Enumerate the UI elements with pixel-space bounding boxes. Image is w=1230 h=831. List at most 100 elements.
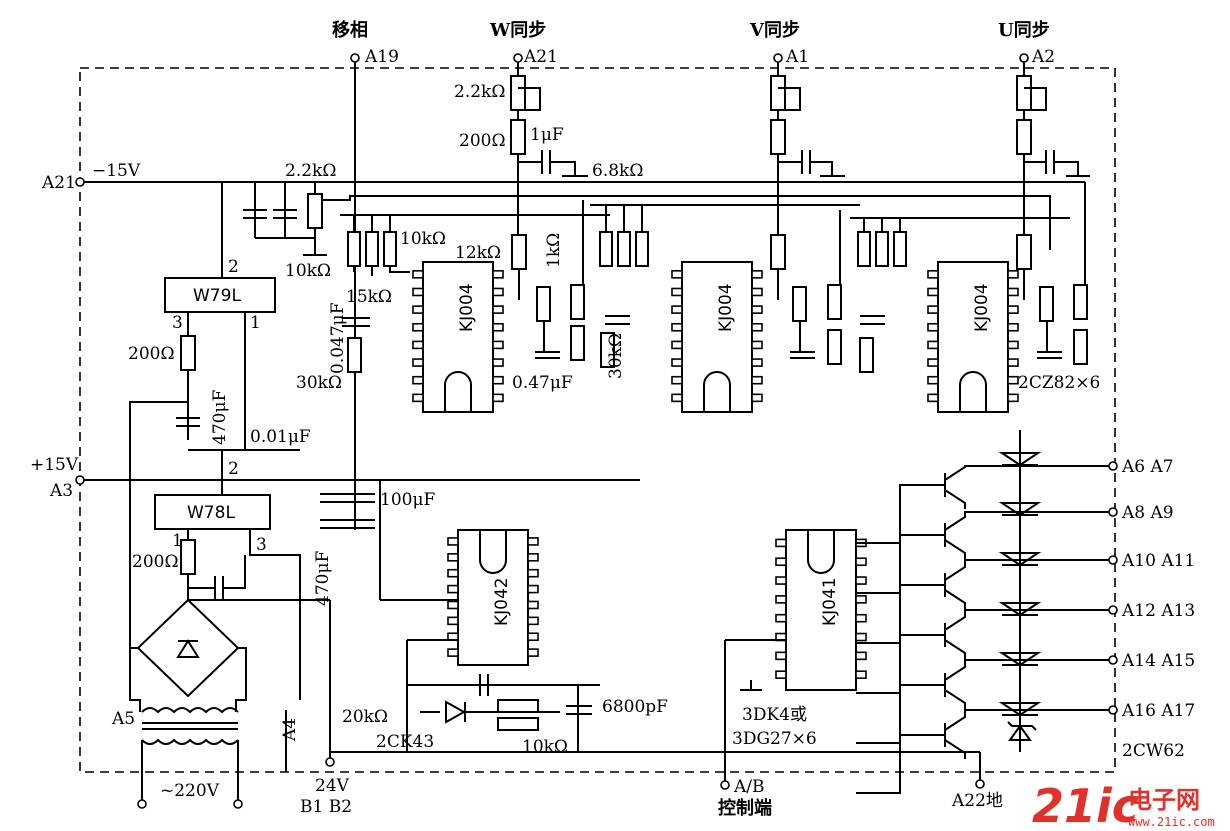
v24-line bbox=[285, 710, 980, 772]
label-a2: A2 bbox=[1031, 47, 1055, 67]
v-sync-network bbox=[770, 75, 845, 235]
output-label: A6 A7 bbox=[1121, 457, 1174, 477]
kj042-surroundings bbox=[379, 480, 600, 752]
zener-symbol bbox=[1008, 724, 1032, 741]
chip-pin-right bbox=[855, 595, 867, 604]
ab-control bbox=[720, 639, 786, 790]
chip-pin-left bbox=[412, 358, 424, 367]
label-w78l: W78L bbox=[187, 503, 235, 523]
chip-pin-left bbox=[447, 553, 459, 562]
chip-pin-right bbox=[855, 670, 867, 679]
label-a22: A22地 bbox=[951, 791, 1003, 811]
chip-pin-left bbox=[775, 670, 787, 679]
chip-pin-right bbox=[492, 270, 504, 279]
label-neg15v: −15V bbox=[92, 161, 141, 181]
label-kj004-3: KJ004 bbox=[972, 283, 992, 332]
label-c-100: 100μF bbox=[380, 490, 435, 510]
kj004-chip-1 bbox=[422, 261, 494, 413]
diode-symbol bbox=[998, 452, 1042, 467]
chip-pin-left bbox=[927, 270, 939, 279]
chip-pin-left bbox=[927, 287, 939, 297]
chip-pin-left bbox=[412, 270, 424, 279]
label-w-sync: W同步 bbox=[489, 19, 546, 41]
chip-pin-right bbox=[527, 632, 539, 642]
label-r-15k: 15kΩ bbox=[346, 287, 392, 307]
label-r-30k-b: 30kΩ bbox=[606, 333, 626, 379]
label-kj041: KJ041 bbox=[820, 577, 840, 626]
label-r-10k-b: 10kΩ bbox=[522, 737, 568, 757]
label-r-12k: 12kΩ bbox=[455, 243, 501, 263]
label-d-2ck43: 2CK43 bbox=[376, 732, 434, 752]
output-stage bbox=[856, 430, 1118, 794]
label-r-30k-a: 30kΩ bbox=[296, 373, 342, 393]
label-r-200-b: 200Ω bbox=[132, 552, 179, 572]
kj004-chip-3 bbox=[937, 261, 1009, 413]
label-a1: A1 bbox=[785, 47, 809, 67]
label-pin1-w79l: 1 bbox=[250, 313, 261, 333]
label-c-470-a: 470μF bbox=[210, 390, 230, 445]
chip-pin-left bbox=[671, 322, 683, 332]
resistor-bank-2 bbox=[590, 204, 860, 300]
label-r-10k-pot: 10kΩ bbox=[285, 261, 331, 281]
label-pin3-w79l: 3 bbox=[172, 313, 183, 333]
chip-pin-left bbox=[412, 393, 424, 403]
label-pin2-w79l: 2 bbox=[228, 257, 239, 277]
aux-resistors bbox=[342, 200, 1088, 373]
label-r-6k8: 6.8kΩ bbox=[592, 161, 643, 181]
chip-pin-right bbox=[1007, 340, 1019, 350]
chip-pin-left bbox=[412, 322, 424, 332]
chip-pin-left bbox=[412, 340, 424, 350]
chip-pin-left bbox=[775, 538, 787, 548]
output-terminal bbox=[1108, 507, 1118, 517]
chip-pin-right bbox=[1007, 287, 1019, 297]
chip-pin-left bbox=[927, 322, 939, 332]
pos15v-rail bbox=[75, 450, 640, 530]
label-a19: A19 bbox=[364, 47, 399, 67]
chip-pin-right bbox=[492, 340, 504, 350]
chip-pin-left bbox=[671, 375, 683, 385]
chip-pin-left bbox=[927, 358, 939, 367]
chip-pin-left bbox=[447, 584, 459, 594]
label-r-2k2-pot: 2.2kΩ bbox=[285, 161, 336, 181]
chip-pin-left bbox=[671, 358, 683, 367]
chip-pin-left bbox=[447, 568, 459, 578]
chip-pin-left bbox=[412, 305, 424, 314]
watermark-cn: 电子网 bbox=[1128, 786, 1200, 814]
chip-pin-right bbox=[492, 305, 504, 314]
label-r-200-a: 200Ω bbox=[128, 344, 175, 364]
chip-pin-left bbox=[671, 287, 683, 297]
label-a5: A5 bbox=[111, 709, 135, 729]
chip-pin-right bbox=[1007, 375, 1019, 385]
chip-pins bbox=[412, 270, 1019, 679]
chip-pin-right bbox=[855, 613, 867, 623]
chip-pin-left bbox=[775, 651, 787, 661]
diode-symbol bbox=[998, 602, 1042, 617]
output-label: A10 A11 bbox=[1121, 551, 1195, 571]
chip-pin-right bbox=[1007, 270, 1019, 279]
output-label: A14 A15 bbox=[1121, 651, 1195, 671]
label-ac: ~220V bbox=[160, 781, 220, 801]
label-c-047: 0.047μF bbox=[328, 302, 348, 374]
chip-pin-left bbox=[447, 616, 459, 626]
chip-pin-left bbox=[927, 393, 939, 403]
label-control: 控制端 bbox=[718, 797, 772, 819]
label-transistors: 3DK4或 bbox=[742, 705, 807, 725]
label-v-sync: V同步 bbox=[749, 19, 800, 41]
chip-pin-right bbox=[492, 358, 504, 367]
chip-pin-right bbox=[527, 600, 539, 610]
label-a4: A4 bbox=[280, 718, 300, 742]
label-24v: 24V bbox=[315, 776, 350, 796]
chip-pin-left bbox=[775, 576, 787, 585]
transformer bbox=[137, 707, 243, 809]
chip-pin-left bbox=[927, 375, 939, 385]
label-r-2k2-w: 2.2kΩ bbox=[454, 82, 505, 102]
chip-pin-right bbox=[492, 393, 504, 403]
label-transistors2: 3DG27×6 bbox=[732, 729, 817, 749]
label-ab: A/B bbox=[733, 777, 765, 797]
output-label: A12 A13 bbox=[1121, 601, 1195, 621]
chip-pin-left bbox=[412, 375, 424, 385]
output-label: A8 A9 bbox=[1121, 503, 1174, 523]
resistor-bank-3 bbox=[850, 217, 1070, 300]
label-a21-top: A21 bbox=[523, 47, 558, 67]
